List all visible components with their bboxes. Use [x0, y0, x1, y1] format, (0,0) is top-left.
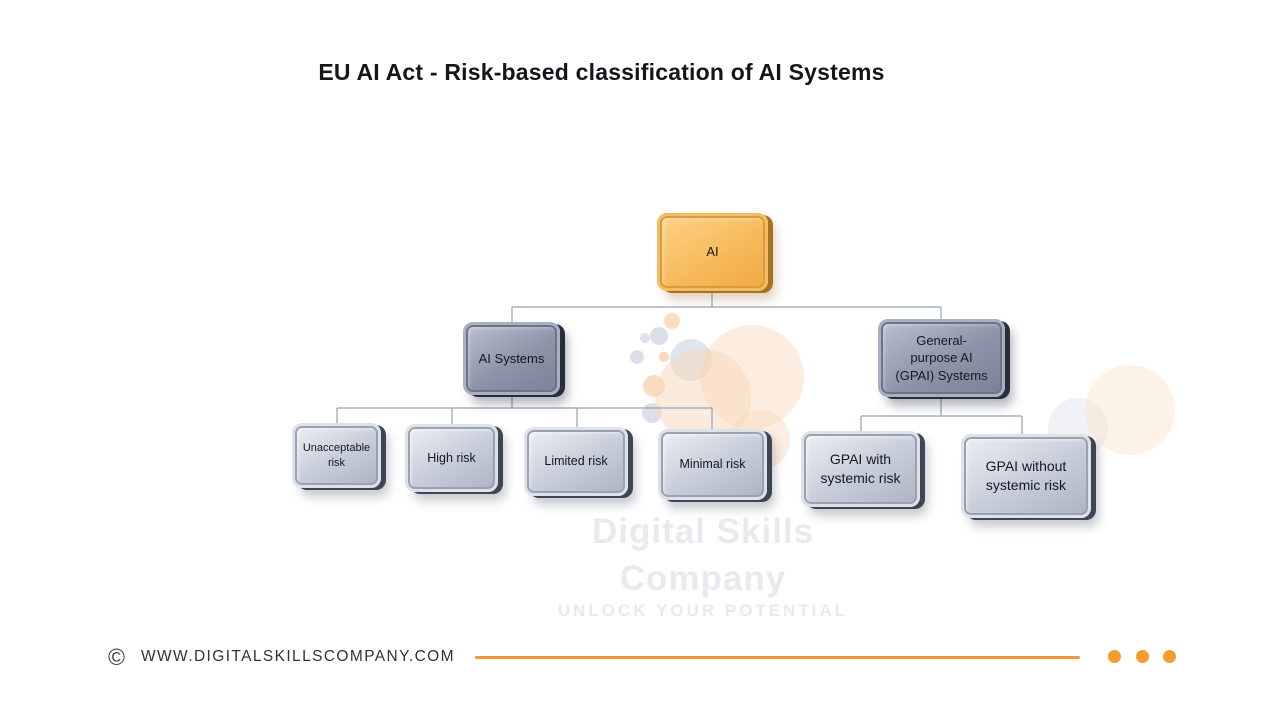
node-gpai-with-systemic-risk-label: GPAI with systemic risk: [820, 451, 901, 486]
node-minimal-risk: Minimal risk: [658, 429, 767, 500]
node-gpai-without-systemic-risk: GPAI without systemic risk: [961, 434, 1091, 518]
watermark-tagline: UNLOCK YOUR POTENTIAL: [557, 601, 849, 620]
node-ai-label: AI: [706, 244, 719, 260]
node-limited-risk: Limited risk: [524, 427, 628, 496]
footer-dot: [1163, 650, 1176, 663]
watermark-circle: [700, 325, 804, 429]
watermark-circle: [659, 352, 669, 362]
node-gpai-with-systemic-risk: GPAI with systemic risk: [801, 431, 920, 507]
node-limited-risk-label: Limited risk: [544, 454, 608, 469]
footer-website-text: WWW.DIGITALSKILLSCOMPANY.COM: [141, 648, 455, 665]
watermark-circle: [650, 327, 668, 345]
node-ai-systems-label: AI Systems: [478, 350, 545, 366]
watermark-text-line1: Digital Skills: [591, 512, 815, 551]
node-high-risk: High risk: [405, 424, 498, 492]
node-gpai-without-systemic-risk-label: GPAI without systemic risk: [985, 458, 1067, 493]
watermark-circle: [630, 350, 644, 364]
page-title: EU AI Act - Risk-based classification of…: [318, 59, 885, 85]
copyright-icon: ©: [108, 644, 125, 670]
node-high-risk-label: High risk: [427, 450, 476, 465]
footer-divider-line: [475, 656, 1080, 659]
watermark-circle: [1085, 365, 1175, 455]
node-unacceptable-risk-label: Unacceptable risk: [302, 441, 371, 469]
node-gpai-systems: General- purpose AI (GPAI) Systems: [878, 319, 1005, 397]
node-ai-systems: AI Systems: [463, 322, 560, 395]
watermark-text-line2: Company: [619, 559, 787, 598]
node-minimal-risk-label: Minimal risk: [679, 457, 746, 472]
node-gpai-systems-label: General- purpose AI (GPAI) Systems: [895, 332, 988, 383]
footer-dot: [1136, 650, 1149, 663]
node-unacceptable-risk: Unacceptable risk: [292, 423, 381, 488]
node-ai: AI: [657, 213, 768, 291]
watermark-circle: [640, 333, 650, 343]
footer-dot: [1108, 650, 1121, 663]
watermark-circle: [664, 313, 680, 329]
